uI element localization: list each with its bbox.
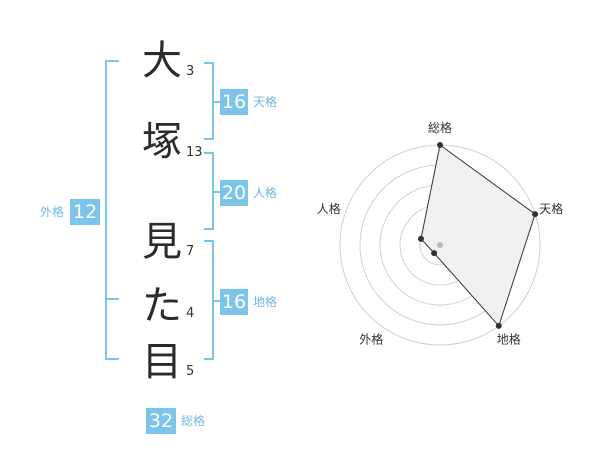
name-char-1: 大 (142, 38, 182, 84)
chikaku-badge: 16 (220, 289, 248, 315)
outer-bracket-mid (105, 298, 119, 300)
tenkaku-bracket-bottom (204, 138, 214, 140)
stroke-count-1: 3 (186, 64, 195, 79)
gaikaku-label: 外格 (40, 205, 65, 219)
radar-point-4 (431, 250, 438, 257)
jinkaku-badge: 20 (220, 180, 248, 206)
stroke-count-3: 7 (186, 244, 195, 259)
tenkaku-label: 天格 (253, 95, 278, 109)
radar-axis-label-2: 天格 (539, 201, 563, 216)
jinkaku-bracket-connector (212, 191, 220, 193)
name-char-3: 見 (142, 219, 182, 265)
gaikaku-badge: 12 (70, 199, 100, 225)
radar-point-2 (532, 211, 539, 218)
soukaku-label: 総格 (181, 414, 206, 428)
outer-bracket-vertical (105, 60, 107, 360)
name-char-5: 目 (142, 339, 182, 385)
radar-axis-label-4: 外格 (359, 332, 383, 347)
jinkaku-bracket-bottom (204, 228, 214, 230)
radar-axis-label-1: 総格 (428, 120, 452, 135)
radar-area (420, 144, 536, 327)
radar-points (417, 142, 539, 329)
name-char-4: た (142, 283, 182, 329)
tenkaku-badge: 16 (220, 89, 248, 115)
radar-center-dot (437, 242, 443, 248)
name-char-2: 塚 (142, 119, 182, 165)
radar-axis-label-5: 人格 (317, 201, 341, 216)
outer-bracket-bottom (105, 358, 119, 360)
chikaku-bracket-connector (212, 300, 220, 302)
radar-point-3 (495, 322, 502, 329)
jinkaku-label: 人格 (253, 186, 278, 200)
stroke-count-2: 13 (186, 145, 203, 160)
chikaku-bracket-bottom (204, 358, 214, 360)
radar-axis-label-3: 地格 (497, 332, 521, 347)
chikaku-label: 地格 (253, 295, 278, 309)
radar-point-5 (417, 235, 424, 242)
radar-point-1 (437, 142, 443, 148)
stroke-count-5: 5 (186, 364, 195, 379)
stroke-count-4: 4 (186, 306, 195, 321)
soukaku-badge: 32 (146, 408, 176, 434)
tenkaku-bracket-connector (212, 101, 220, 103)
outer-bracket-top (105, 60, 119, 62)
jinkaku-bracket-top (204, 152, 214, 154)
tenkaku-bracket-top (204, 62, 214, 64)
chikaku-bracket-top (204, 240, 214, 242)
